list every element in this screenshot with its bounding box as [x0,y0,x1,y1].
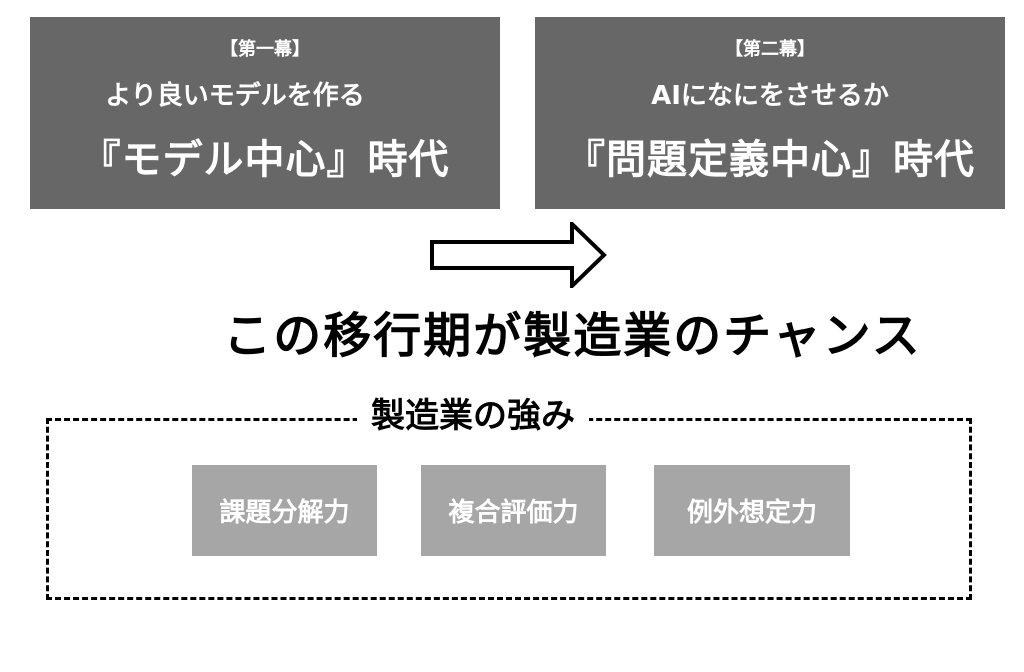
strength-item-composite-evaluation: 複合評価力 [421,465,606,556]
strength-item-task-decomposition: 課題分解力 [192,465,377,556]
era1-description: より良いモデルを作る [105,81,365,111]
era1-title: 『モデル中心』時代 [80,137,450,183]
era2-title: 『問題定義中心』時代 [565,137,975,183]
era2-label: 【第二幕】 [725,39,815,60]
strength-item-exception-anticipation: 例外想定力 [654,465,850,556]
era1-label: 【第一幕】 [220,39,310,60]
right-arrow-icon [430,222,607,288]
headline: この移行期が製造業のチャンス [223,308,922,364]
era1-box: 【第一幕】 より良いモデルを作る 『モデル中心』時代 [30,17,500,209]
strengths-title: 製造業の強み [357,393,589,439]
era2-description: AIになにをさせるか [651,81,889,111]
era2-box: 【第二幕】 AIになにをさせるか 『問題定義中心』時代 [535,17,1005,209]
